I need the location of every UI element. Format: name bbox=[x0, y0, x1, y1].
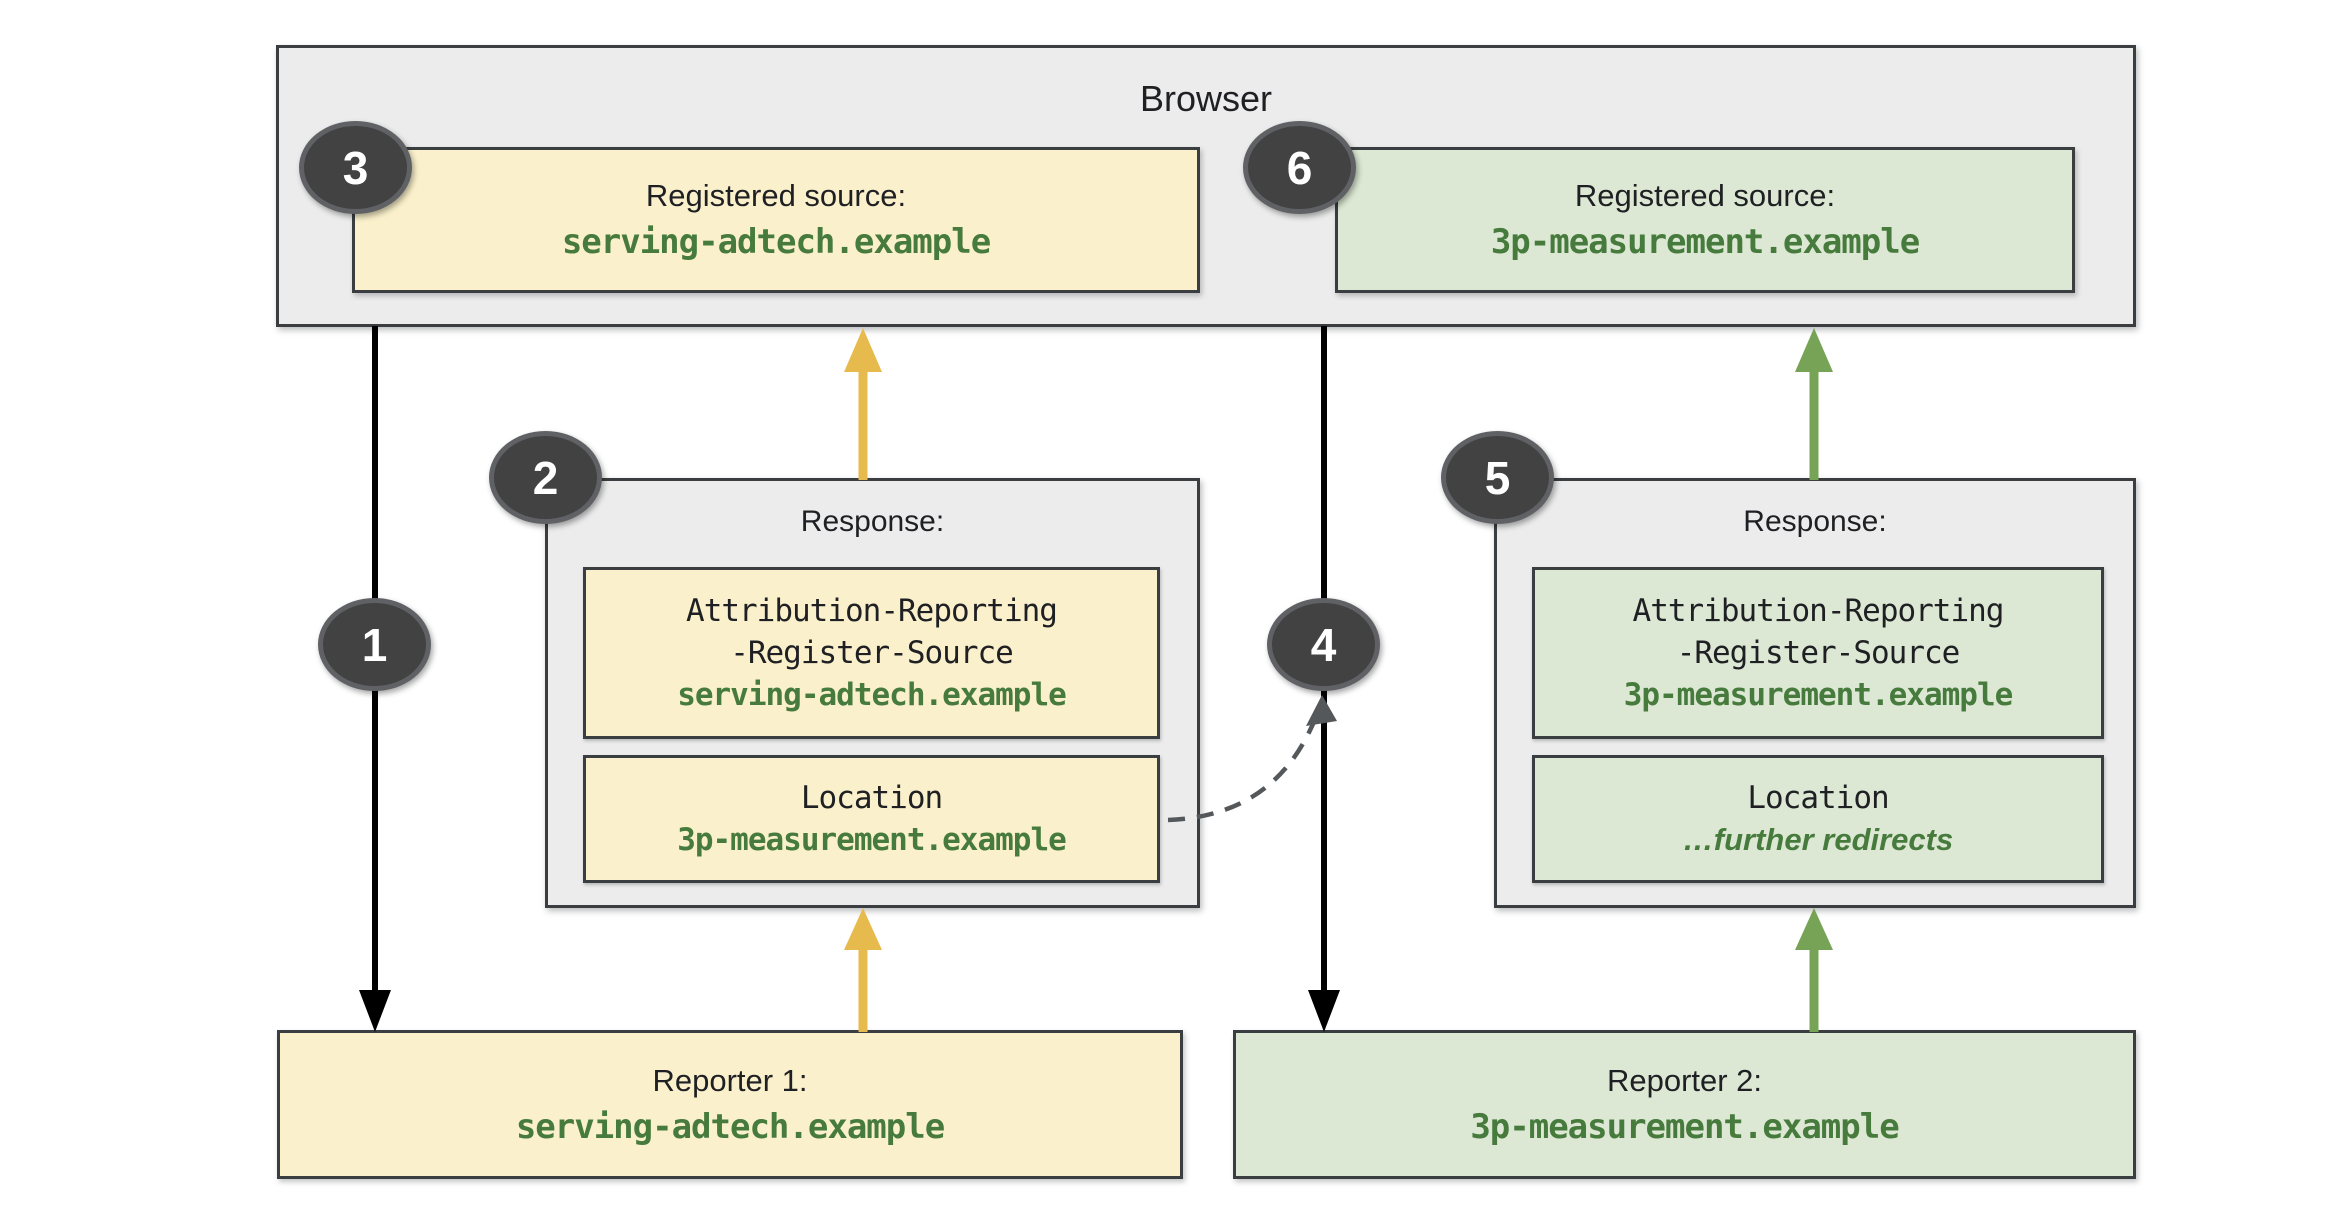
reporter-box-1: Reporter 1: serving-adtech.example bbox=[277, 1030, 1183, 1179]
yellow-response-to-browser-arrow-head bbox=[844, 328, 882, 372]
reporter-label-2: Reporter 2: bbox=[1606, 1062, 1763, 1098]
response-box-1: Response: Attribution-Reporting -Registe… bbox=[545, 478, 1200, 908]
step-badge-3: 3 bbox=[299, 121, 412, 214]
registered-source-box-1: Registered source: serving-adtech.exampl… bbox=[352, 147, 1200, 293]
header-value: 3p-measurement.example bbox=[1623, 677, 2014, 713]
header-line: Attribution-Reporting bbox=[686, 593, 1058, 629]
registered-source-box-2: Registered source: 3p-measurement.exampl… bbox=[1335, 147, 2075, 293]
request-arrow-4-head bbox=[1308, 990, 1340, 1032]
register-source-header-box-2: Attribution-Reporting -Register-Source 3… bbox=[1532, 567, 2104, 739]
response-title-1: Response: bbox=[800, 505, 945, 538]
header-line: Location bbox=[1747, 780, 1889, 816]
reporter-value-2: 3p-measurement.example bbox=[1470, 1106, 1899, 1147]
registered-source-value-2: 3p-measurement.example bbox=[1490, 222, 1920, 262]
step-badge-6: 6 bbox=[1243, 121, 1356, 214]
header-line: -Register-Source bbox=[730, 635, 1014, 671]
reporter-box-2: Reporter 2: 3p-measurement.example bbox=[1233, 1030, 2136, 1179]
green-reporter-to-response-arrow-head bbox=[1795, 908, 1833, 950]
reporter-value-1: serving-adtech.example bbox=[515, 1106, 945, 1147]
step-badge-1: 1 bbox=[318, 598, 431, 691]
response-box-2: Response: Attribution-Reporting -Registe… bbox=[1494, 478, 2136, 908]
header-line: Location bbox=[800, 780, 943, 816]
header-value: 3p-measurement.example bbox=[677, 822, 1067, 858]
header-line: -Register-Source bbox=[1676, 635, 1961, 671]
registered-source-label-1: Registered source: bbox=[645, 178, 907, 213]
browser-title: Browser bbox=[1139, 78, 1273, 119]
location-header-box-2: Location …further redirects bbox=[1532, 755, 2104, 883]
reporter-label-1: Reporter 1: bbox=[652, 1062, 808, 1098]
redirect-dashed-curve-head bbox=[1306, 695, 1337, 726]
response-title-2: Response: bbox=[1743, 505, 1887, 538]
step-badge-4: 4 bbox=[1267, 598, 1380, 691]
register-source-header-box-1: Attribution-Reporting -Register-Source s… bbox=[583, 567, 1160, 739]
header-line: Attribution-Reporting bbox=[1632, 593, 2005, 629]
registered-source-label-2: Registered source: bbox=[1574, 178, 1836, 213]
header-value: …further redirects bbox=[1682, 822, 1954, 857]
step-badge-2: 2 bbox=[489, 431, 602, 524]
yellow-reporter-to-response-arrow-head bbox=[844, 908, 882, 950]
step-badge-5: 5 bbox=[1441, 431, 1554, 524]
header-value: serving-adtech.example bbox=[677, 677, 1067, 713]
registered-source-value-1: serving-adtech.example bbox=[561, 222, 991, 262]
green-response-to-browser-arrow-head bbox=[1795, 328, 1833, 372]
request-arrow-1-head bbox=[359, 990, 391, 1032]
location-header-box-1: Location 3p-measurement.example bbox=[583, 755, 1160, 883]
